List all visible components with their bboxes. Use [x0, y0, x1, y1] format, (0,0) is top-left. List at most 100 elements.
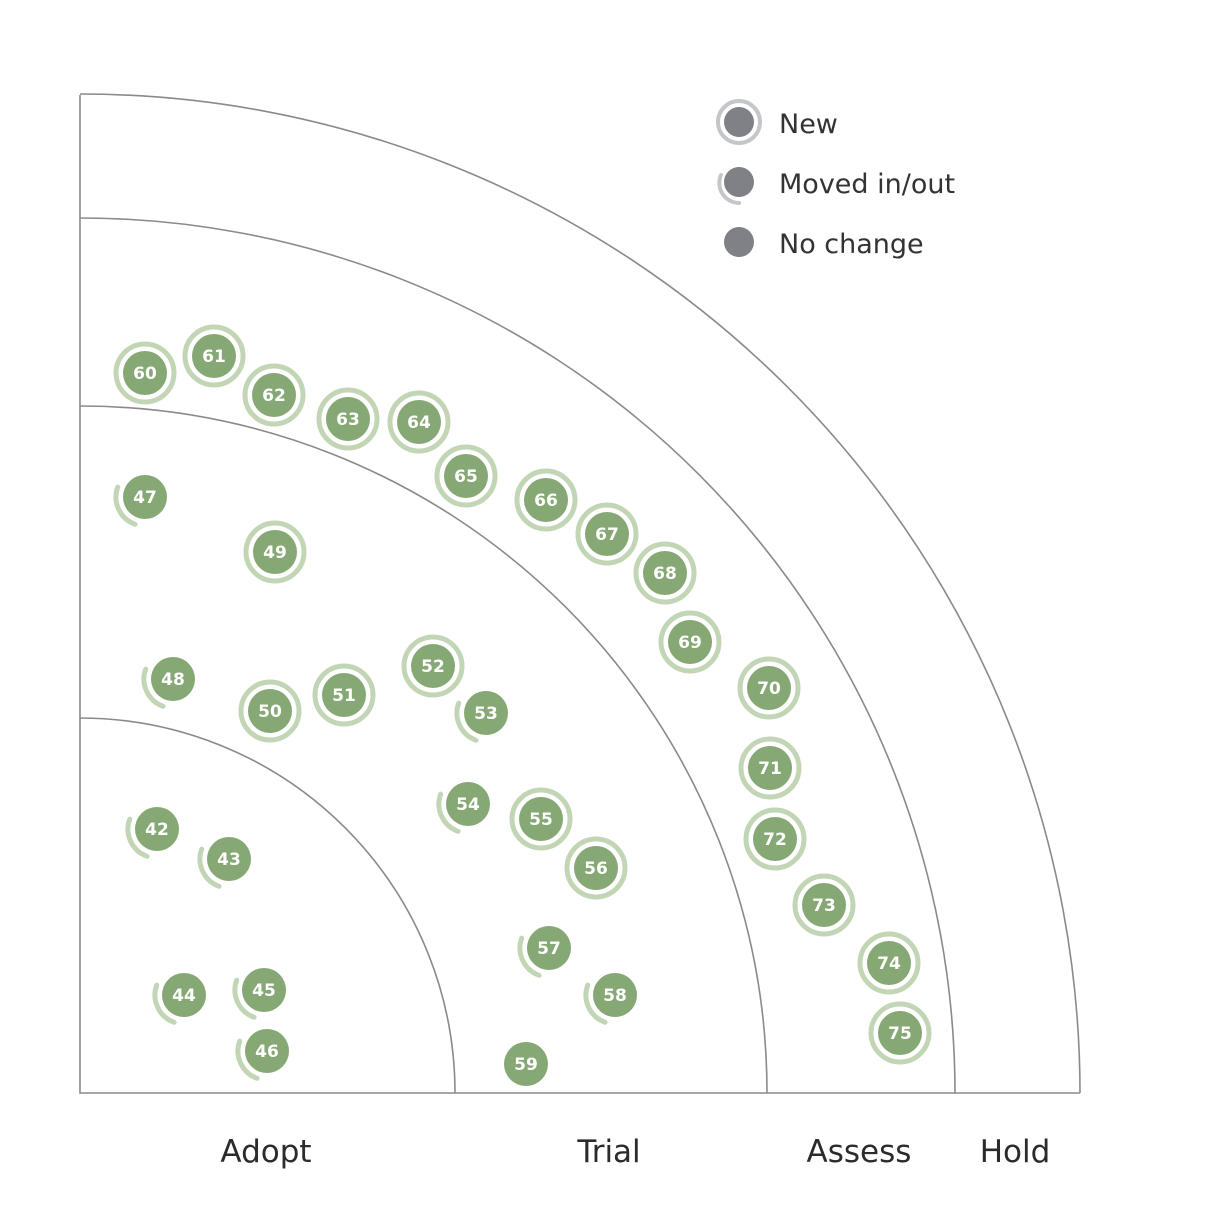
blip-48[interactable]: 48: [141, 657, 195, 709]
blip-dot: [878, 1011, 922, 1055]
blip-42[interactable]: 42: [125, 807, 179, 859]
radar-grid: [79, 93, 1081, 1094]
blip-new-ring: [113, 341, 177, 405]
blip-moved-arc: [125, 816, 150, 859]
blip-dot: [446, 782, 490, 826]
blip-47[interactable]: 47: [113, 475, 167, 527]
blip-46[interactable]: 46: [235, 1029, 289, 1081]
blip-number: 75: [888, 1024, 912, 1044]
blip-new-ring: [737, 656, 801, 720]
blip-number: 61: [202, 347, 226, 367]
blip-54[interactable]: 54: [436, 782, 490, 834]
blip-number: 65: [454, 467, 478, 487]
blip-number: 45: [252, 981, 276, 1001]
blip-moved-arc: [141, 666, 166, 709]
blip-dot: [585, 512, 629, 556]
blip-43[interactable]: 43: [197, 837, 251, 889]
blip-dot: [253, 530, 297, 574]
blip-number: 62: [262, 386, 286, 406]
blip-new-ring: [514, 468, 578, 532]
blip-moved-arc: [517, 935, 542, 978]
legend-item-no-change: No change: [724, 227, 924, 260]
blip-number: 59: [514, 1055, 538, 1075]
blip-number: 57: [537, 939, 561, 959]
blip-dot: [245, 1029, 289, 1073]
blip-dot: [574, 846, 618, 890]
blip-new-ring: [316, 387, 380, 451]
blip-57[interactable]: 57: [517, 926, 571, 978]
blip-new-ring: [868, 1001, 932, 1065]
blip-number: 67: [595, 525, 619, 545]
blip-dot: [867, 941, 911, 985]
blip-new-ring: [387, 390, 451, 454]
legend-item-new: New: [716, 99, 838, 145]
blip-new-ring: [434, 444, 498, 508]
blip-dot: [162, 973, 206, 1017]
ring-label-trial: Trial: [576, 1134, 640, 1170]
blip-51[interactable]: 51: [312, 663, 376, 727]
blip-52[interactable]: 52: [401, 634, 465, 698]
blip-moved-arc: [152, 982, 177, 1025]
blip-dot: [747, 666, 791, 710]
blip-68[interactable]: 68: [633, 541, 697, 605]
blip-66[interactable]: 66: [514, 468, 578, 532]
blip-dot: [248, 689, 292, 733]
ring-arc-adopt: [79, 717, 456, 1094]
blip-dot: [524, 478, 568, 522]
blip-number: 63: [336, 410, 360, 430]
blip-50[interactable]: 50: [238, 679, 302, 743]
legend-new-ring: [716, 99, 762, 145]
blip-number: 72: [763, 830, 787, 850]
blip-dot: [397, 400, 441, 444]
blip-72[interactable]: 72: [743, 807, 807, 871]
blip-61[interactable]: 61: [182, 324, 246, 388]
blip-dot: [192, 334, 236, 378]
blip-dot: [411, 644, 455, 688]
blip-dot: [643, 551, 687, 595]
blip-number: 50: [258, 702, 282, 722]
blip-64[interactable]: 64: [387, 390, 451, 454]
blip-62[interactable]: 62: [242, 363, 306, 427]
blip-60[interactable]: 60: [113, 341, 177, 405]
ring-arc-hold: [79, 93, 1081, 1094]
blip-53[interactable]: 53: [454, 691, 508, 743]
blip-new-ring: [242, 363, 306, 427]
blip-58[interactable]: 58: [583, 973, 637, 1025]
blip-number: 58: [603, 986, 627, 1006]
blip-63[interactable]: 63: [316, 387, 380, 451]
blip-69[interactable]: 69: [658, 610, 722, 674]
blip-70[interactable]: 70: [737, 656, 801, 720]
ring-label-adopt: Adopt: [220, 1134, 311, 1170]
blip-74[interactable]: 74: [857, 931, 921, 995]
blip-dot: [593, 973, 637, 1017]
blip-73[interactable]: 73: [792, 873, 856, 937]
blip-dot: [123, 351, 167, 395]
blip-number: 54: [456, 795, 480, 815]
blip-number: 46: [255, 1042, 279, 1062]
blip-number: 47: [133, 488, 157, 508]
blip-75[interactable]: 75: [868, 1001, 932, 1065]
blip-moved-arc: [436, 791, 461, 834]
blip-dot: [252, 373, 296, 417]
blip-65[interactable]: 65: [434, 444, 498, 508]
blip-dot: [444, 454, 488, 498]
blip-49[interactable]: 49: [243, 520, 307, 584]
blip-67[interactable]: 67: [575, 502, 639, 566]
blip-59[interactable]: 59: [504, 1042, 548, 1086]
legend: New Moved in/out No change: [716, 99, 955, 260]
blip-56[interactable]: 56: [564, 836, 628, 900]
blip-new-ring: [738, 736, 802, 800]
legend-label-moved: Moved in/out: [779, 169, 955, 200]
blip-number: 52: [421, 657, 445, 677]
blip-45[interactable]: 45: [232, 968, 286, 1020]
blip-55[interactable]: 55: [509, 787, 573, 851]
blip-dot: [322, 673, 366, 717]
blip-number: 74: [877, 954, 901, 974]
blip-71[interactable]: 71: [738, 736, 802, 800]
blip-44[interactable]: 44: [152, 973, 206, 1025]
blip-number: 71: [758, 759, 782, 779]
blip-dot: [527, 926, 571, 970]
blip-dot: [519, 797, 563, 841]
blip-number: 53: [474, 704, 498, 724]
